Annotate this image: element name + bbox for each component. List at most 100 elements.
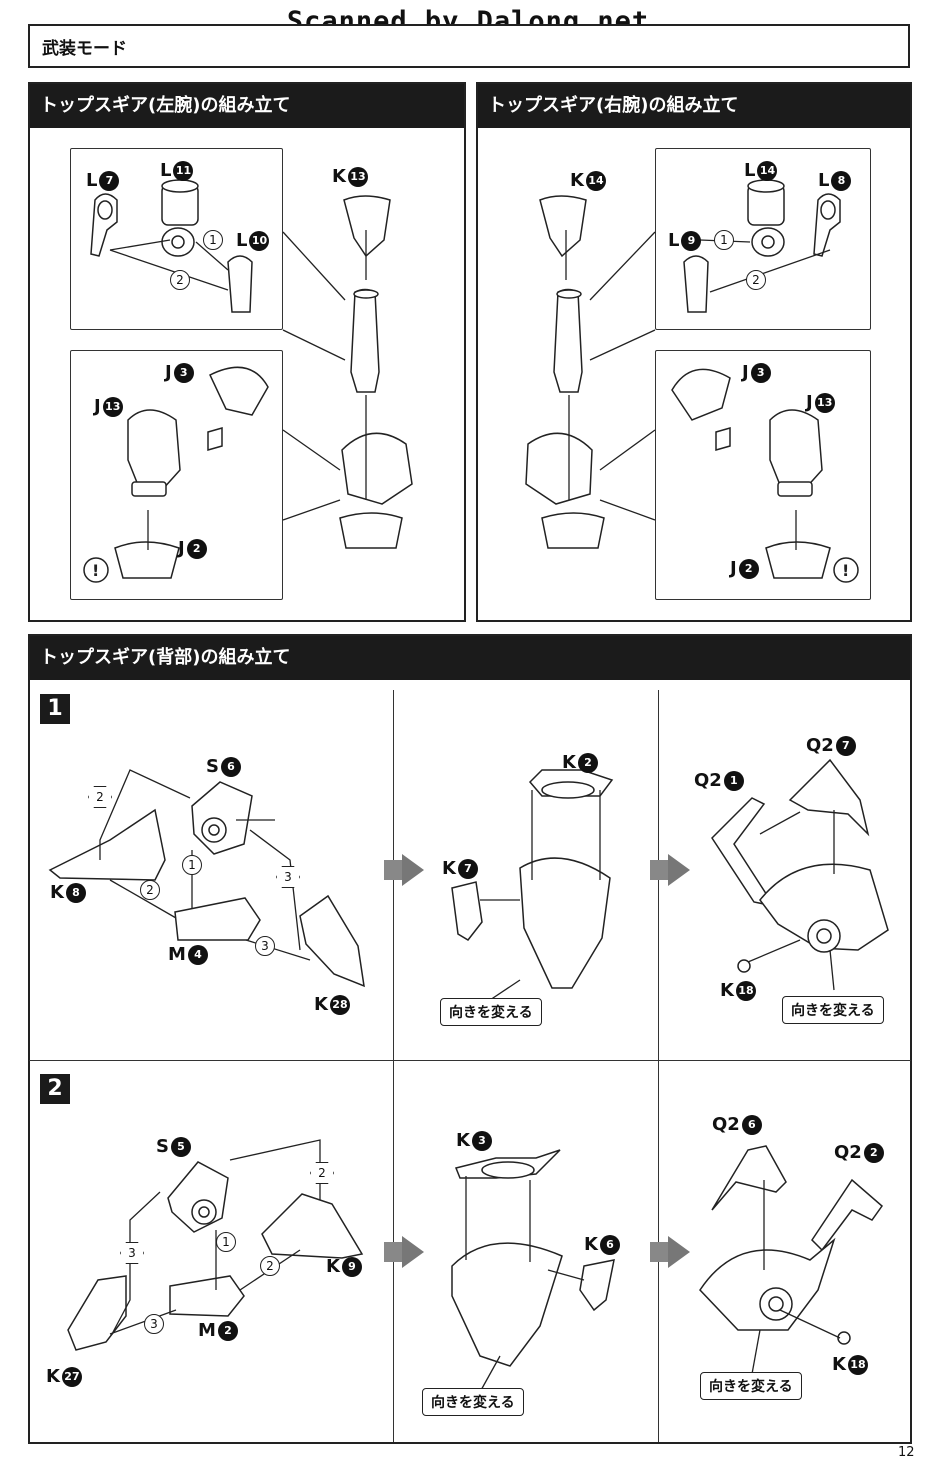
flow-arrow-2 xyxy=(668,854,690,886)
step1-circle-2: 2 xyxy=(140,880,160,900)
left-arm-title: トップスギア(左腕)の組み立て xyxy=(30,84,464,128)
part-J2r-shape xyxy=(765,541,831,579)
flow-arrow-1-body xyxy=(384,860,402,880)
step2-note-1: 向きを変える xyxy=(422,1388,524,1416)
part-K6-shape xyxy=(579,1259,615,1312)
step-2-number: 2 xyxy=(40,1074,70,1104)
step2-note-2: 向きを変える xyxy=(700,1372,802,1400)
mode-header xyxy=(28,24,910,68)
part-K28-shape xyxy=(299,894,365,988)
part-L10-shape xyxy=(227,255,253,313)
back-divider-2 xyxy=(658,690,659,1442)
part-K27-shape xyxy=(67,1275,127,1351)
left-arm-assembled xyxy=(341,432,413,505)
part-K9-shape xyxy=(261,1193,364,1259)
flow-arrow-3 xyxy=(402,1236,424,1268)
part-K14-shape xyxy=(539,195,587,258)
step1-hex-3: 3 xyxy=(276,866,300,888)
right-step-1: 1 xyxy=(714,230,734,250)
part-L9-shape xyxy=(683,255,709,313)
part-M4-shape xyxy=(174,897,261,941)
flow-arrow-3-body xyxy=(384,1242,402,1262)
part-M2-shape xyxy=(169,1275,245,1317)
flow-arrow-1 xyxy=(402,854,424,886)
flow-arrow-4-body xyxy=(650,1242,668,1262)
part-Q2-7-shape xyxy=(788,758,870,837)
part-J3r-shape xyxy=(671,368,731,421)
back-assembly-2 xyxy=(451,1242,563,1367)
mode-title: 武装モード xyxy=(42,39,127,59)
part-K13-shape xyxy=(343,195,391,258)
step2-circle-2: 2 xyxy=(260,1256,280,1276)
step1-circle-3: 3 xyxy=(255,936,275,956)
right-arm-assembled xyxy=(525,432,593,505)
part-J2-shape xyxy=(114,541,180,579)
right-step-2: 2 xyxy=(746,270,766,290)
left-step-2: 2 xyxy=(170,270,190,290)
step1-hex-2-top: 2 xyxy=(88,786,112,808)
step1-circle-1: 1 xyxy=(182,855,202,875)
back-assembly-1b xyxy=(759,863,889,951)
flow-arrow-4 xyxy=(668,1236,690,1268)
back-title: トップスギア(背部)の組み立て xyxy=(30,636,910,680)
back-assembly-1 xyxy=(519,857,611,989)
part-K8-shape xyxy=(48,808,166,881)
back-row-divider xyxy=(29,1060,911,1061)
step2-hex-3: 3 xyxy=(120,1242,144,1264)
part-Q2-6-shape xyxy=(711,1145,787,1211)
left-step-1: 1 xyxy=(203,230,223,250)
part-K7-shape xyxy=(451,881,483,941)
step2-circle-3: 3 xyxy=(144,1314,164,1334)
page-number: 12 xyxy=(898,1445,915,1460)
svg-text:!: ! xyxy=(842,561,849,580)
flow-arrow-2-body xyxy=(650,860,668,880)
part-J3-shape xyxy=(209,366,269,416)
part-S6-shape xyxy=(191,781,253,855)
step-1-number: 1 xyxy=(40,694,70,724)
svg-text:!: ! xyxy=(92,561,99,580)
step2-circle-1: 1 xyxy=(216,1232,236,1252)
part-Q2-1-shape xyxy=(711,797,776,908)
right-arm-title: トップスギア(右腕)の組み立て xyxy=(478,84,910,128)
part-Q2-2-shape xyxy=(811,1178,884,1252)
step2-hex-2-top: 2 xyxy=(310,1162,334,1184)
step1-note-1: 向きを変える xyxy=(440,998,542,1026)
back-divider-1 xyxy=(393,690,394,1442)
back-assembly-2b xyxy=(699,1237,836,1331)
step1-note-2: 向きを変える xyxy=(782,996,884,1024)
